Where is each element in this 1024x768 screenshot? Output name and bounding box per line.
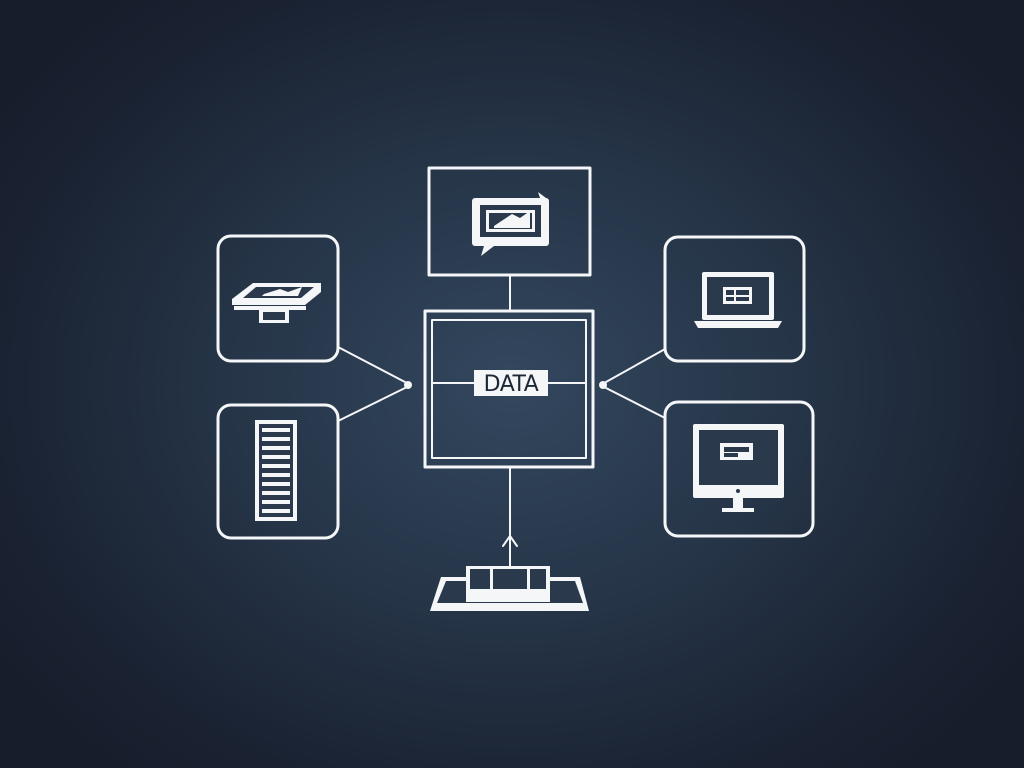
tablet-device-icon	[232, 283, 321, 323]
connector-top-right	[605, 348, 666, 383]
data-label: DATA	[484, 372, 539, 397]
node-top-left-frame	[216, 234, 340, 363]
junction-right-dot	[599, 381, 607, 389]
connector-top-left	[337, 346, 406, 383]
node-top-left[interactable]	[216, 234, 340, 363]
node-top[interactable]	[427, 166, 592, 277]
node-top-frame	[427, 166, 592, 277]
node-bottom-left[interactable]	[216, 403, 340, 540]
presentation-screen-icon	[472, 192, 549, 256]
laptop-icon	[694, 272, 782, 328]
central-frame-outer	[423, 309, 595, 469]
connector-bottom-right	[605, 387, 666, 419]
node-top-right[interactable]	[663, 235, 806, 363]
connectors	[337, 275, 666, 567]
connector-bottom-left	[337, 387, 406, 422]
node-bottom-right-frame	[663, 400, 815, 538]
keyboard-icon	[430, 566, 589, 611]
node-bottom-right[interactable]	[663, 400, 815, 538]
central-frame-inner	[431, 319, 587, 459]
node-top-right-frame	[663, 235, 806, 363]
node-bottom-left-frame	[216, 403, 340, 540]
arrow-up-icon	[502, 535, 518, 547]
data-label-box	[474, 370, 548, 396]
desktop-monitor-icon	[693, 424, 784, 512]
junction-left-dot	[404, 381, 412, 389]
server-rack-icon	[255, 420, 297, 521]
central-data-node[interactable]: DATA	[423, 309, 595, 469]
node-bottom[interactable]	[430, 566, 589, 611]
